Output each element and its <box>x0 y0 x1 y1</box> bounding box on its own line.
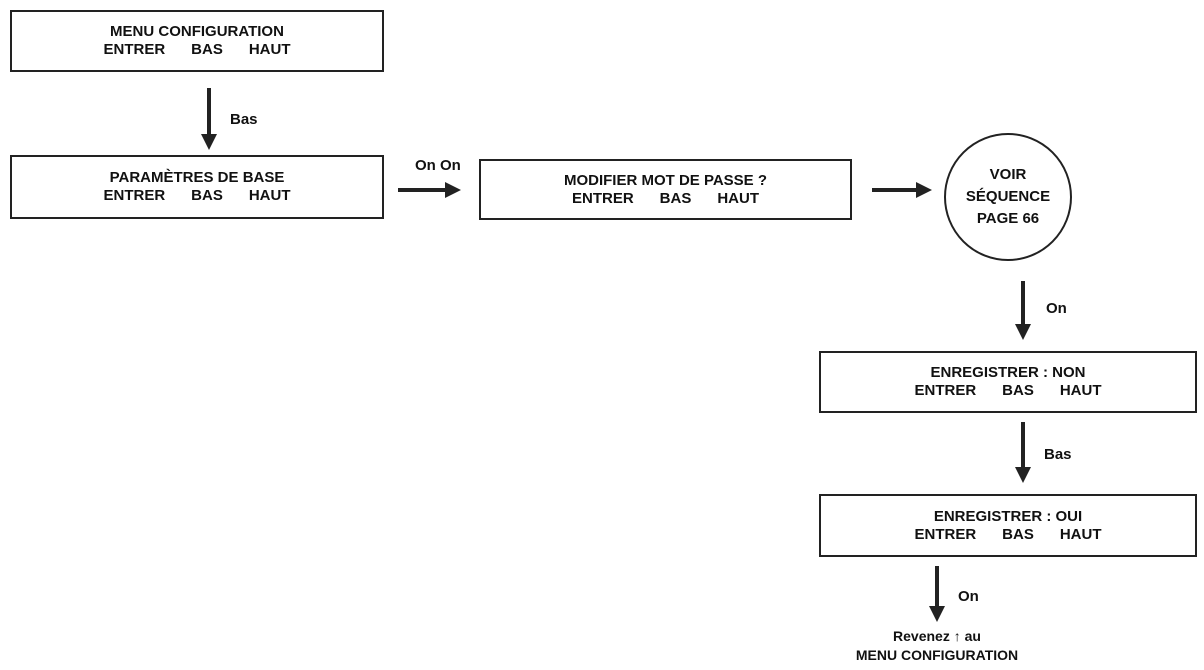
circle-line-1: VOIR <box>989 166 1027 183</box>
box-title: MODIFIER MOT DE PASSE ? <box>563 171 768 189</box>
option-bas: BAS <box>1002 525 1034 543</box>
option-haut: HAUT <box>248 187 291 204</box>
label-on-2: On <box>958 588 979 605</box>
box-options: ENTRER BAS HAUT <box>103 41 290 59</box>
return-line-1: Revenez ↑ au <box>893 628 981 644</box>
circle-line-2: SÉQUENCE <box>965 188 1051 205</box>
option-haut: HAUT <box>1059 382 1102 399</box>
option-entrer: ENTRER <box>571 189 634 207</box>
box-title: MENU CONFIGURATION <box>110 23 284 40</box>
option-haut: HAUT <box>717 189 759 207</box>
option-bas: BAS <box>659 189 692 207</box>
return-instruction: Revenez ↑ au MENU CONFIGURATION <box>822 627 1052 665</box>
box-title: ENREGISTRER : NON <box>930 364 1086 381</box>
option-haut: HAUT <box>248 41 291 58</box>
option-entrer: ENTRER <box>914 382 977 399</box>
modifier-mot-de-passe-box: MODIFIER MOT DE PASSE ? ENTRER BAS HAUT <box>479 159 852 220</box>
parametres-de-base-box: PARAMÈTRES DE BASE ENTRER BAS HAUT <box>10 155 384 219</box>
option-haut: HAUT <box>1059 525 1102 543</box>
enregistrer-non-box: ENREGISTRER : NON ENTRER BAS HAUT <box>819 351 1197 413</box>
return-line-2: MENU CONFIGURATION <box>855 647 1019 663</box>
box-options: ENTRER BAS HAUT <box>572 190 759 208</box>
box-options: ENTRER BAS HAUT <box>914 526 1101 544</box>
label-bas-1: Bas <box>230 111 258 128</box>
option-bas: BAS <box>191 41 223 58</box>
option-bas: BAS <box>191 187 223 204</box>
option-entrer: ENTRER <box>103 41 166 58</box>
box-options: ENTRER BAS HAUT <box>914 382 1101 400</box>
option-entrer: ENTRER <box>103 187 166 204</box>
label-on-on: On On <box>415 157 461 174</box>
option-bas: BAS <box>1002 382 1034 399</box>
box-title: PARAMÈTRES DE BASE <box>109 169 285 186</box>
option-entrer: ENTRER <box>914 525 977 543</box>
label-on-1: On <box>1046 300 1067 317</box>
enregistrer-oui-box: ENREGISTRER : OUI ENTRER BAS HAUT <box>819 494 1197 557</box>
label-bas-2: Bas <box>1044 446 1072 463</box>
box-options: ENTRER BAS HAUT <box>103 187 290 205</box>
circle-line-3: PAGE 66 <box>976 210 1040 227</box>
menu-configuration-box: MENU CONFIGURATION ENTRER BAS HAUT <box>10 10 384 72</box>
voir-sequence-circle: VOIR SÉQUENCE PAGE 66 <box>944 133 1072 261</box>
box-title: ENREGISTRER : OUI <box>933 507 1083 525</box>
